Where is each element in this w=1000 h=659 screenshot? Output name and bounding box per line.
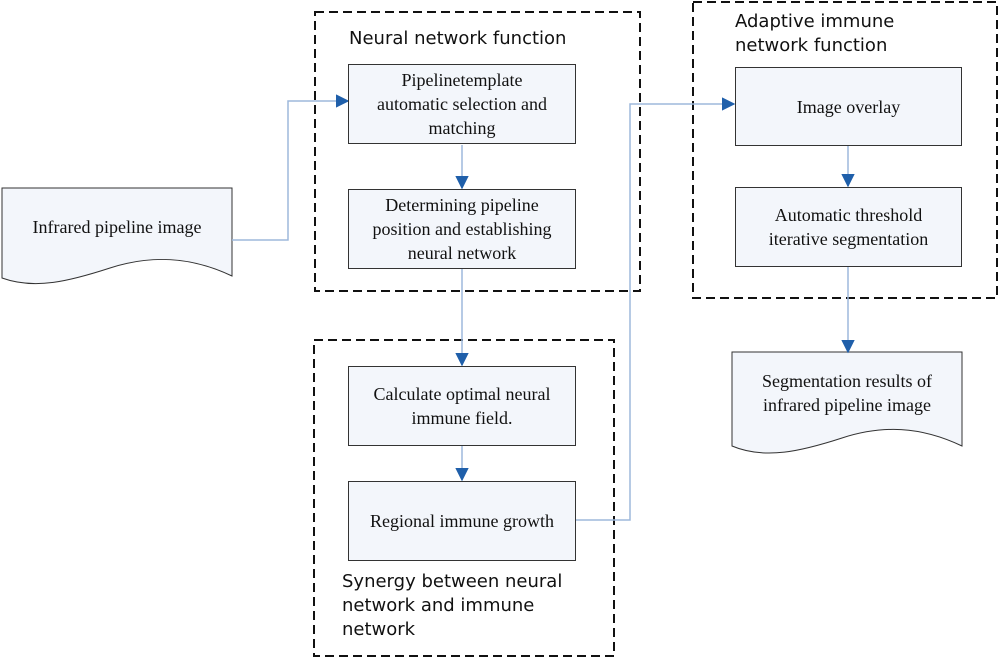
image-overlay-box: Image overlay	[735, 67, 962, 146]
connector-input-to-template	[232, 94, 350, 241]
adaptive-immune-group-frame	[692, 1, 998, 299]
adaptive-title-line: network function	[735, 35, 888, 56]
neural-network-group-title: Neural network function	[349, 28, 567, 49]
determine-position-line: Determining pipeline	[385, 195, 539, 215]
threshold-segmentation-line: Automatic threshold	[774, 205, 923, 225]
determine-position-line: neural network	[407, 243, 517, 263]
adaptive-title-line: Adaptive immune	[735, 11, 895, 32]
threshold-segmentation-line: iterative segmentation	[768, 229, 929, 249]
template-matching-box: Pipelinetemplate automatic selection and…	[348, 64, 576, 144]
synergy-title-line: network and immune	[342, 595, 535, 616]
determine-position-box: Determining pipeline position and establ…	[348, 189, 576, 269]
output-document-line: Segmentation results of	[762, 371, 932, 391]
adaptive-immune-group-title: Adaptive immune network function	[735, 10, 894, 58]
regional-growth-box: Regional immune growth	[348, 481, 576, 561]
input-document-shape	[1, 187, 233, 285]
output-document-shape	[731, 351, 963, 454]
optimal-field-box: Calculate optimal neural immune field.	[348, 366, 576, 446]
input-document-label: Infrared pipeline image	[32, 217, 202, 237]
template-matching-line: matching	[428, 118, 496, 138]
template-matching-line: Pipelinetemplate	[401, 70, 523, 90]
synergy-title-line: network	[342, 619, 416, 640]
synergy-group-title: Synergy between neural network and immun…	[342, 570, 562, 642]
optimal-field-line: Calculate optimal neural	[373, 384, 551, 404]
connector-growth-to-overlay	[576, 97, 736, 521]
neural-network-group-frame	[314, 11, 641, 292]
synergy-title-line: Synergy between neural	[342, 571, 563, 592]
output-document-label: Segmentation results of infrared pipelin…	[732, 365, 962, 421]
template-matching-line: automatic selection and	[377, 94, 547, 114]
threshold-segmentation-box: Automatic threshold iterative segmentati…	[735, 187, 962, 267]
optimal-field-line: immune field.	[411, 408, 513, 428]
determine-position-line: position and establishing	[372, 219, 552, 239]
output-document-line: infrared pipeline image	[763, 395, 931, 415]
